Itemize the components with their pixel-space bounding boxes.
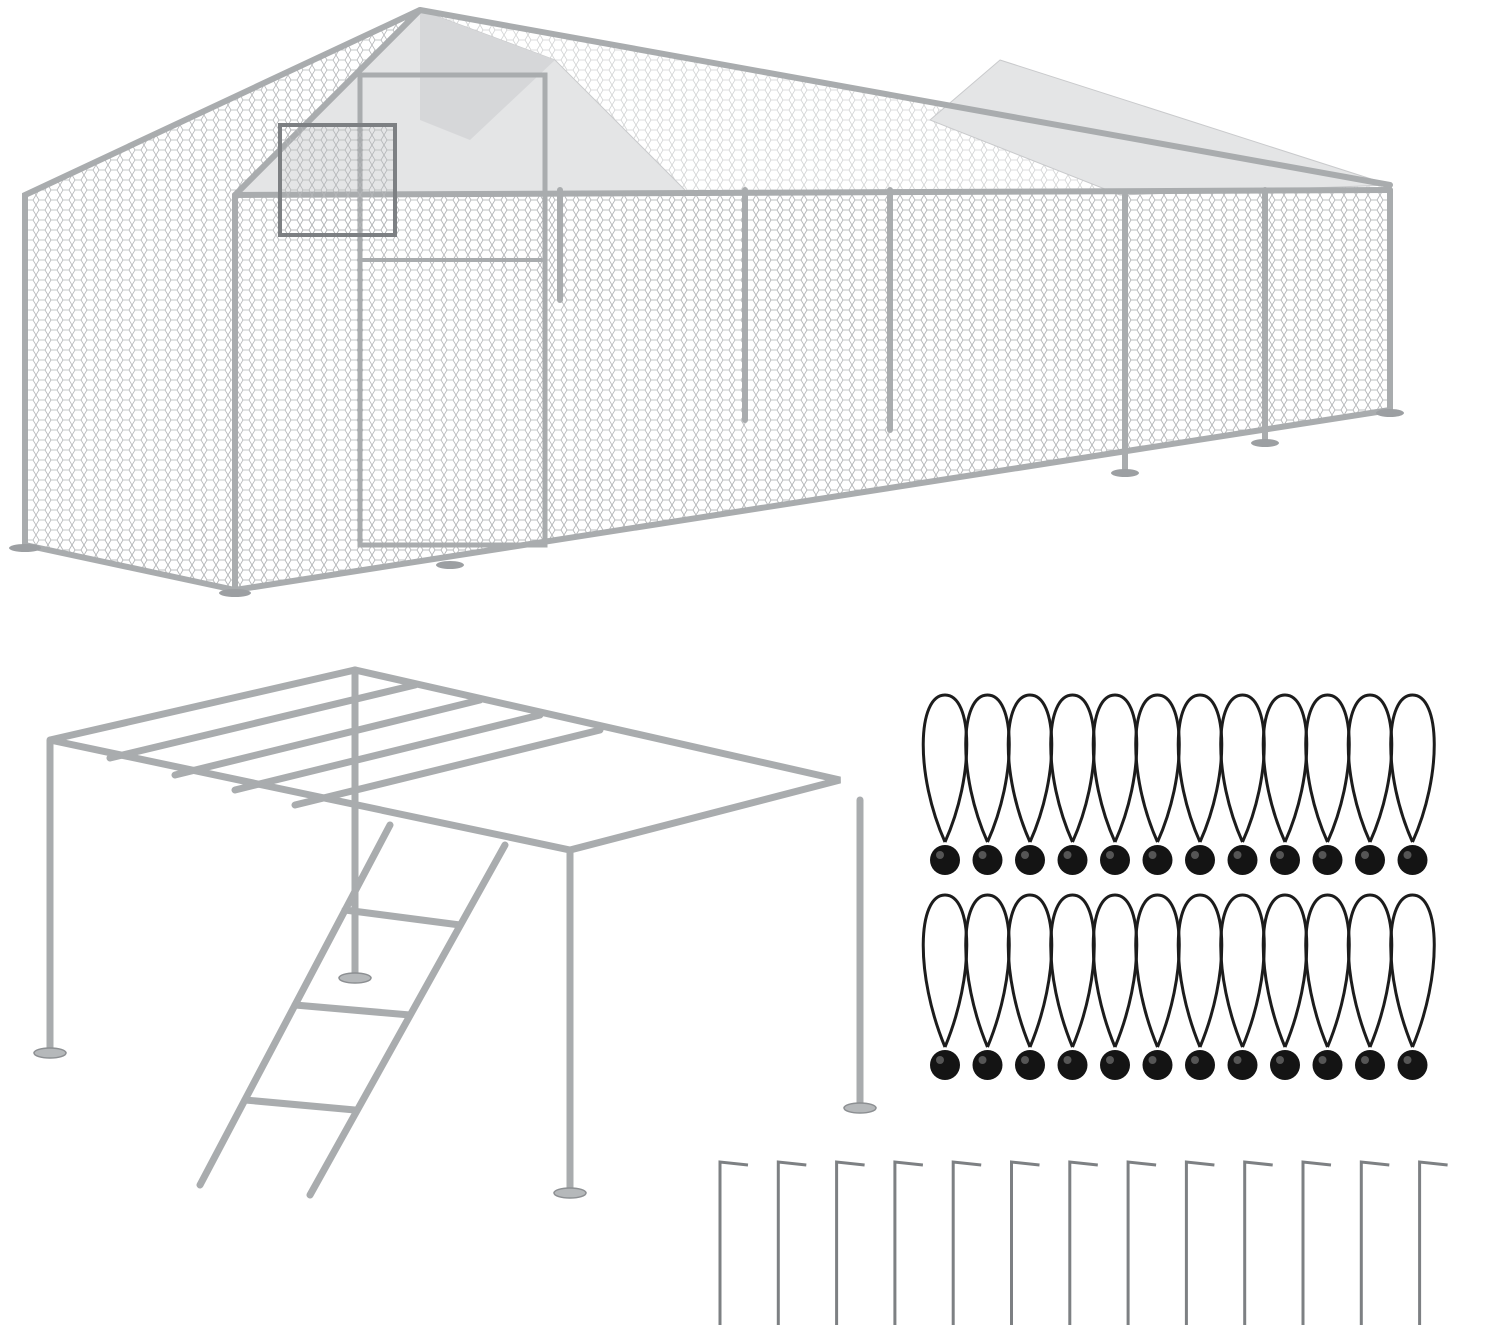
ground-stake [893, 1160, 924, 1325]
ground-stake [1068, 1160, 1098, 1325]
bungee-cord [1006, 893, 1054, 1080]
bungee-ball [972, 845, 1003, 875]
ground-stakes [718, 1160, 1448, 1325]
bungee-ball [1015, 1050, 1045, 1080]
bungee-ball [972, 1050, 1003, 1080]
bungee-cord [1219, 893, 1266, 1080]
bungee-ball [1270, 1050, 1300, 1080]
bungee-ball [1015, 845, 1045, 875]
bungee-cord [1261, 693, 1309, 875]
bungee-cord [1091, 693, 1139, 875]
bungee-ball [1100, 1050, 1130, 1080]
bungee-cord [1346, 693, 1394, 875]
coop-side-wall [235, 190, 1390, 590]
ground-stake [776, 1160, 807, 1325]
bungee-cord [921, 893, 969, 1080]
bungee-cord [1006, 693, 1054, 875]
bungee-ball [1397, 1050, 1428, 1080]
bungee-ball [1057, 845, 1088, 875]
ground-stake [718, 1160, 749, 1325]
bungee-ball [1185, 845, 1215, 875]
ground-stake [1301, 1160, 1332, 1325]
ground-stake [1010, 1160, 1040, 1325]
bungee-cord [1304, 893, 1351, 1080]
bungee-cord [1304, 693, 1351, 875]
bungee-ball [1227, 845, 1258, 875]
bungee-cord [964, 693, 1011, 875]
coop-front-wall [25, 10, 420, 590]
chicken-coop [9, 7, 1404, 597]
bungee-ball [1057, 1050, 1088, 1080]
bungee-cord [1049, 893, 1096, 1080]
ground-stake [835, 1160, 865, 1325]
bungee-ball [1312, 1050, 1343, 1080]
bungee-ball [1355, 1050, 1385, 1080]
bungee-cord [1389, 893, 1436, 1080]
bungee-ball [1142, 845, 1173, 875]
bungee-ball [1312, 845, 1343, 875]
bungee-cord [1134, 693, 1181, 875]
bungee-cord [964, 893, 1011, 1080]
bungee-ball [1397, 845, 1428, 875]
bungee-cord [921, 693, 969, 875]
feet [9, 409, 1404, 597]
bungee-cord [1176, 693, 1224, 875]
bungee-ball [1100, 845, 1130, 875]
bungee-cord [1346, 893, 1394, 1080]
bungee-cord [1134, 893, 1181, 1080]
bungee-ball [1142, 1050, 1173, 1080]
bungee-cord [1219, 693, 1266, 875]
bungee-cord [1091, 893, 1139, 1080]
bungee-ball [1270, 845, 1300, 875]
ground-stake [1184, 1160, 1215, 1325]
ground-stake [1243, 1160, 1273, 1325]
bungee-cord [1261, 893, 1309, 1080]
ground-stake [1359, 1160, 1390, 1325]
bungee-ball [930, 1050, 960, 1080]
steel-frame-kit [33, 666, 877, 1199]
bungee-ball [1227, 1050, 1258, 1080]
bungee-ball [1355, 845, 1385, 875]
bungee-ball [930, 845, 960, 875]
ground-stake [1418, 1160, 1448, 1325]
bungee-cord [1389, 693, 1436, 875]
bungee-ball [1185, 1050, 1215, 1080]
bungee-cords [921, 693, 1436, 1080]
bungee-cord [1049, 693, 1096, 875]
ground-stake [1126, 1160, 1157, 1325]
ground-stake [951, 1160, 982, 1325]
feeder-window [278, 123, 397, 237]
bungee-cord [1176, 893, 1224, 1080]
